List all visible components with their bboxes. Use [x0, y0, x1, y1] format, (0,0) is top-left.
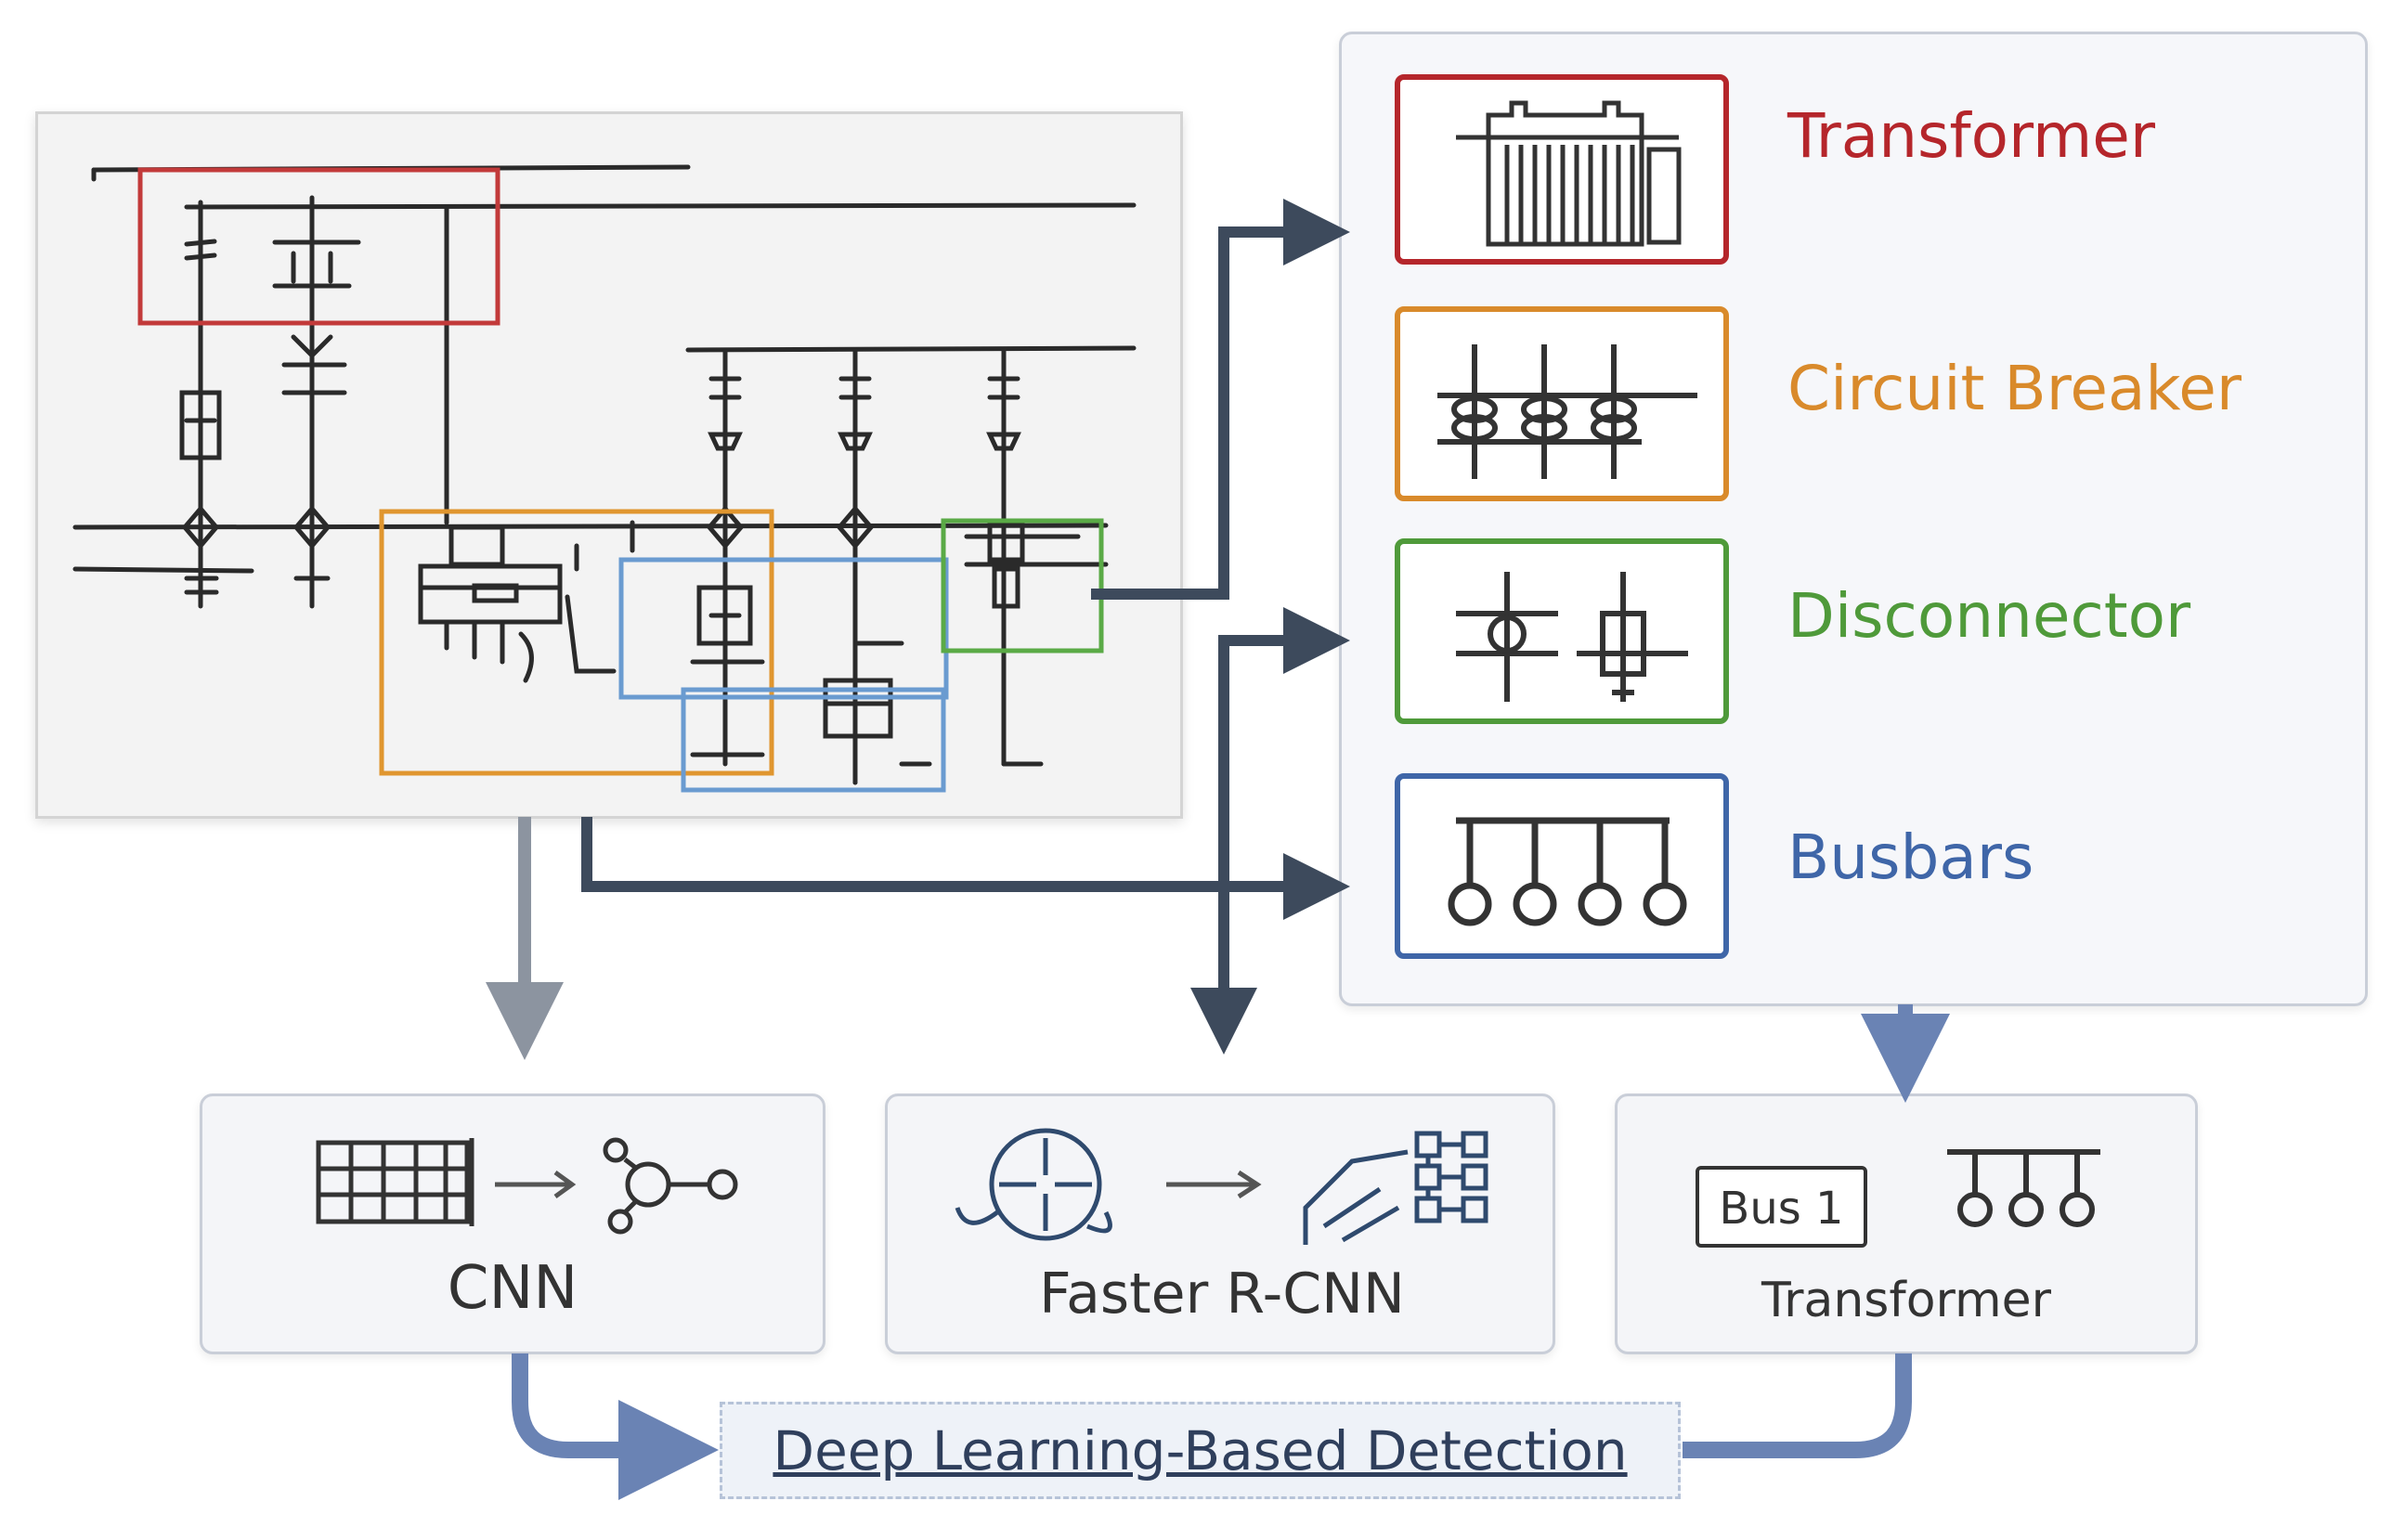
busbar-mini-icon	[1947, 1149, 2100, 1227]
arrow-cnn-to-output	[512, 1353, 719, 1500]
schematic-panel	[35, 111, 1183, 819]
faster-rcnn-label: Faster R-CNN	[1039, 1262, 1405, 1326]
arrow-to-legend-bottom	[581, 817, 1350, 920]
legend-transformer-label: Transformer	[1787, 100, 2156, 172]
legend-transformer-box	[1395, 74, 1729, 265]
disconnector-icon	[1456, 572, 1688, 702]
bus-tag: Bus 1	[1696, 1166, 1867, 1248]
busbars-icon	[1448, 817, 1687, 926]
transformer-panel: Bus 1 Transformer	[1615, 1094, 2198, 1354]
legend-busbars-box	[1395, 773, 1729, 959]
legend-circuit-breaker-label: Circuit Breaker	[1787, 353, 2242, 424]
single-line-diagram	[72, 164, 1137, 793]
detection-output-box: Deep Learning-Based Detection	[720, 1402, 1681, 1499]
legend-circuit-breaker-box	[1395, 306, 1729, 501]
cnn-panel: CNN	[200, 1094, 825, 1354]
legend-disconnector-box	[1395, 538, 1729, 724]
faster-rcnn-icon	[955, 1128, 1488, 1245]
bus-tag-label: Bus 1	[1719, 1183, 1844, 1235]
arrow-transformer-to-output	[1683, 1353, 1912, 1458]
transformer-icon	[1456, 100, 1682, 247]
legend-busbars-label: Busbars	[1787, 822, 2034, 893]
cnn-icon	[316, 1137, 738, 1235]
circuit-breaker-icon	[1437, 344, 1697, 479]
detection-output-label: Deep Learning-Based Detection	[773, 1419, 1628, 1482]
cnn-label: CNN	[447, 1254, 578, 1323]
transformer-method-label: Transformer	[1761, 1273, 2052, 1328]
arrow-to-legend-mid	[1218, 607, 1350, 1003]
legend-disconnector-label: Disconnector	[1787, 580, 2191, 652]
faster-rcnn-panel: Faster R-CNN	[885, 1094, 1555, 1354]
